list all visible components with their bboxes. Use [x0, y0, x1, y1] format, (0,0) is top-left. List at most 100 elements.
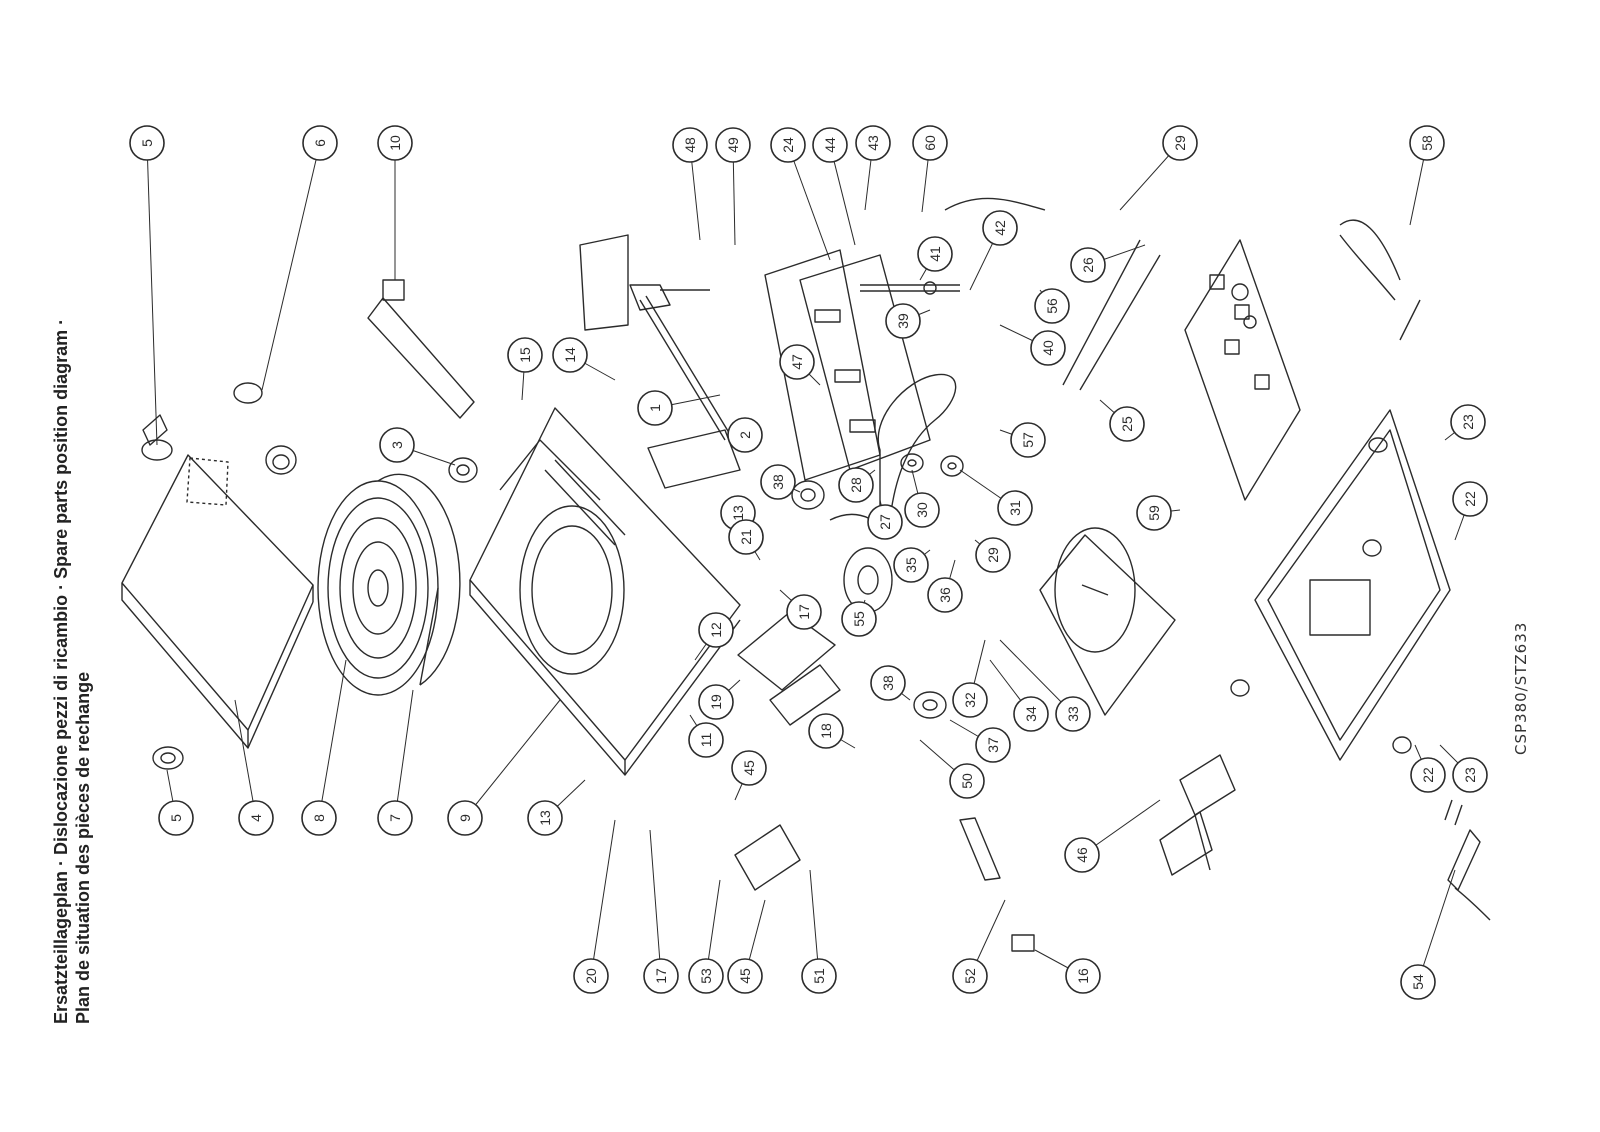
callout-1: 1 [637, 390, 673, 426]
callout-circle [779, 344, 815, 380]
callout-circle [507, 337, 543, 373]
callout-circle [1034, 288, 1070, 324]
callout-number: 24 [780, 137, 796, 153]
callout-40: 40 [1030, 330, 1066, 366]
callout-number: 32 [962, 692, 978, 708]
callout-6: 6 [302, 125, 338, 161]
callout-17: 17 [786, 594, 822, 630]
callout-number: 51 [811, 968, 827, 984]
callout-number: 4 [248, 814, 264, 822]
callout-circle [997, 490, 1033, 526]
callout-circle [855, 125, 891, 161]
callout-number: 39 [895, 313, 911, 329]
callout-circle [841, 601, 877, 637]
callout-circle [870, 665, 906, 701]
callout-number: 54 [1410, 974, 1426, 990]
callout-circle [643, 958, 679, 994]
callout-12: 12 [698, 612, 734, 648]
callout-circle [377, 800, 413, 836]
callout-circle [893, 547, 929, 583]
leader-line-6 [261, 142, 321, 391]
callout-circle [1410, 757, 1446, 793]
callout-5: 5 [158, 800, 194, 836]
callout-36: 36 [927, 577, 963, 613]
callout-circle [728, 519, 764, 555]
callout-circle [1010, 422, 1046, 458]
callout-number: 56 [1044, 298, 1060, 314]
callout-23: 23 [1450, 404, 1486, 440]
mains-plug [1444, 799, 1491, 921]
callout-circle [301, 800, 337, 836]
callout-number: 60 [922, 135, 938, 151]
callout-15: 15 [507, 337, 543, 373]
callout-circle [949, 763, 985, 799]
callout-circle [760, 464, 796, 500]
callout-number: 44 [822, 137, 838, 153]
callout-circle [379, 427, 415, 463]
callout-38: 38 [870, 665, 906, 701]
callout-57: 57 [1010, 422, 1046, 458]
spindle-adapter [448, 457, 478, 483]
callout-44: 44 [812, 127, 848, 163]
callout-16: 16 [1065, 958, 1101, 994]
callout-2: 2 [727, 417, 763, 453]
callout-number: 38 [880, 675, 896, 691]
callout-number: 7 [387, 814, 403, 822]
callout-circle [1136, 495, 1172, 531]
callout-52: 52 [952, 958, 988, 994]
callout-number: 21 [738, 529, 754, 545]
switch-assembly-46 [1159, 754, 1236, 876]
callout-number: 6 [312, 139, 328, 147]
callout-number: 47 [789, 354, 805, 370]
callout-circle [637, 390, 673, 426]
leader-line-20 [590, 819, 616, 977]
callout-number: 25 [1119, 416, 1135, 432]
callout-number: 18 [818, 723, 834, 739]
callout-number: 45 [737, 968, 753, 984]
callout-number: 15 [517, 347, 533, 363]
callout-38: 38 [760, 464, 796, 500]
callout-number: 2 [737, 431, 753, 439]
callout-number: 50 [959, 773, 975, 789]
callout-circle [698, 684, 734, 720]
callout-circle [867, 504, 903, 540]
flywheel-38 [791, 480, 947, 719]
hinge-part-6 [233, 382, 297, 475]
callout-number: 3 [389, 441, 405, 449]
callout-circle [904, 492, 940, 528]
callout-54: 54 [1400, 964, 1436, 1000]
callout-number: 37 [985, 737, 1001, 753]
callout-22: 22 [1410, 757, 1446, 793]
callout-circle [1409, 125, 1445, 161]
pcb-board [1184, 239, 1301, 501]
callout-51: 51 [801, 958, 837, 994]
callout-42: 42 [982, 210, 1018, 246]
callout-circle [838, 467, 874, 503]
callout-number: 43 [865, 135, 881, 151]
callout-22: 22 [1452, 481, 1488, 517]
callout-8: 8 [301, 800, 337, 836]
hinge-bottom [152, 746, 184, 770]
callout-18: 18 [808, 713, 844, 749]
callout-number: 22 [1420, 767, 1436, 783]
callout-33: 33 [1055, 696, 1091, 732]
callout-number: 31 [1007, 500, 1023, 516]
callout-number: 23 [1462, 767, 1478, 783]
callout-number: 30 [914, 502, 930, 518]
callout-circle [731, 750, 767, 786]
callout-29: 29 [975, 537, 1011, 573]
callout-24: 24 [770, 127, 806, 163]
callout-number: 11 [698, 733, 714, 748]
callout-19: 19 [698, 684, 734, 720]
platter [317, 473, 461, 696]
leader-line-24 [787, 144, 831, 261]
callout-49: 49 [715, 127, 751, 163]
callout-number: 45 [741, 760, 757, 776]
callout-circle [238, 800, 274, 836]
pulley-31 [940, 455, 964, 477]
callout-number: 23 [1460, 414, 1476, 430]
lever-mechanism [959, 817, 1035, 952]
callout-60: 60 [912, 125, 948, 161]
callout-circle [801, 958, 837, 994]
